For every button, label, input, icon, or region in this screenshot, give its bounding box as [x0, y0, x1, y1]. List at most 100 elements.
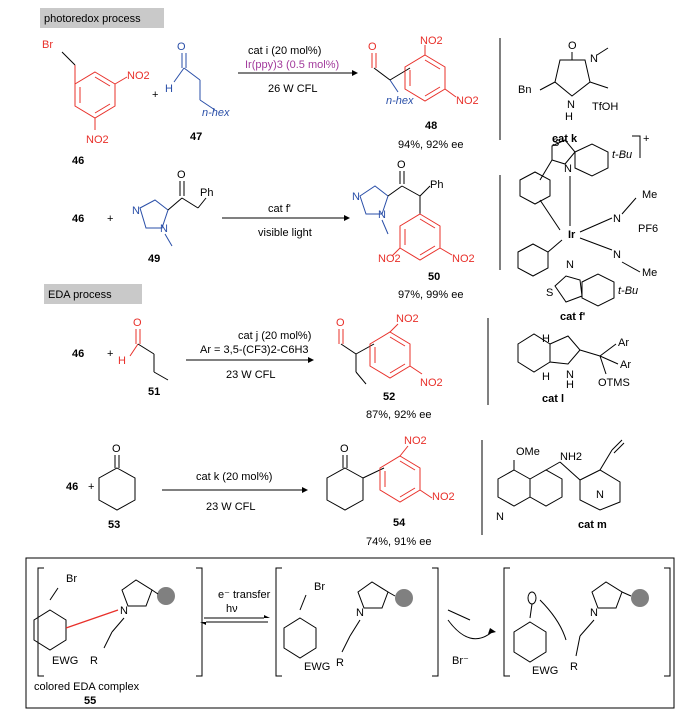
- svg-text:NO2: NO2: [404, 435, 427, 447]
- svg-text:46: 46: [72, 155, 84, 167]
- svg-text:e⁻ transfer: e⁻ transfer: [218, 589, 271, 601]
- svg-text:O: O: [112, 443, 121, 455]
- section-header-bg: [40, 8, 164, 28]
- svg-text:NO2: NO2: [420, 35, 443, 47]
- svg-text:NH2: NH2: [560, 451, 582, 463]
- svg-text:Ir: Ir: [568, 229, 576, 241]
- svg-text:+: +: [107, 213, 113, 225]
- substrate-46: Br NO2 NO2 46: [42, 39, 150, 167]
- svg-text:hν: hν: [226, 603, 238, 615]
- svg-text:N: N: [356, 607, 364, 619]
- svg-text:46: 46: [66, 481, 78, 493]
- svg-text:N: N: [566, 369, 574, 381]
- svg-text:S: S: [552, 137, 559, 149]
- svg-text:O: O: [133, 317, 142, 329]
- svg-text:N: N: [378, 209, 386, 221]
- svg-text:48: 48: [425, 120, 437, 132]
- substrate-49: N N O Ph 49: [132, 169, 213, 265]
- svg-text:N: N: [352, 191, 360, 203]
- svg-text:EWG: EWG: [52, 655, 78, 667]
- svg-text:N: N: [596, 489, 604, 501]
- eda-complex-55: Br EWG N R colored EDA complex 55: [33, 573, 175, 707]
- svg-text:N: N: [567, 99, 575, 111]
- svg-text:R: R: [336, 657, 344, 669]
- svg-text:cat i (20 mol%): cat i (20 mol%): [248, 45, 321, 57]
- svg-text:cat l: cat l: [542, 393, 564, 405]
- mechanism-box: [25, 557, 675, 709]
- svg-text:NO2: NO2: [396, 313, 419, 325]
- svg-text:O: O: [340, 443, 349, 455]
- svg-text:O: O: [336, 317, 345, 329]
- svg-text:n-hex: n-hex: [202, 107, 230, 119]
- svg-text:NO2: NO2: [378, 253, 401, 265]
- svg-text:H: H: [118, 355, 126, 367]
- svg-text:OMe: OMe: [516, 446, 540, 458]
- svg-text:52: 52: [383, 391, 395, 403]
- svg-text:H: H: [566, 379, 574, 391]
- svg-text:O: O: [177, 169, 186, 181]
- svg-text:cat k: cat k: [552, 133, 578, 145]
- svg-text:EWG: EWG: [532, 665, 558, 677]
- svg-text:S: S: [546, 287, 553, 299]
- section-header-bg-2: [44, 284, 142, 304]
- svg-text:O: O: [397, 159, 406, 171]
- svg-text:cat k (20 mol%): cat k (20 mol%): [196, 471, 272, 483]
- svg-text:H: H: [542, 371, 550, 383]
- svg-text:N: N: [613, 213, 621, 225]
- svg-text:NO2: NO2: [420, 377, 443, 389]
- svg-text:Me: Me: [642, 189, 657, 201]
- svg-text:NO2: NO2: [456, 95, 479, 107]
- svg-text:74%, 91% ee: 74%, 91% ee: [366, 536, 431, 548]
- svg-text:+: +: [107, 348, 113, 360]
- svg-text:EWG: EWG: [304, 661, 330, 673]
- svg-text:Ph: Ph: [200, 187, 213, 199]
- svg-text:O: O: [368, 41, 377, 53]
- svg-text:Me: Me: [642, 267, 657, 279]
- svg-text:NO2: NO2: [452, 253, 475, 265]
- svg-text:O: O: [177, 41, 186, 53]
- svg-text:O: O: [568, 40, 577, 52]
- svg-text:+: +: [152, 89, 158, 101]
- svg-text:50: 50: [428, 271, 440, 283]
- product-54: O NO2 NO2 54 74%, 91% ee: [326, 435, 455, 548]
- svg-text:NO2: NO2: [432, 491, 455, 503]
- svg-text:cat m: cat m: [578, 519, 607, 531]
- svg-text:TfOH: TfOH: [592, 101, 618, 113]
- svg-text:n-hex: n-hex: [386, 95, 414, 107]
- svg-text:Bn: Bn: [518, 84, 531, 96]
- substrate-51: O H 51: [118, 317, 169, 398]
- svg-text:visible light: visible light: [258, 227, 312, 239]
- svg-text:Br: Br: [314, 581, 325, 593]
- svg-text:Br⁻: Br⁻: [452, 655, 469, 667]
- svg-text:N: N: [496, 511, 504, 523]
- svg-text:+: +: [88, 481, 94, 493]
- svg-text:OTMS: OTMS: [598, 377, 630, 389]
- radical-ion-pair: Br EWG N R: [283, 581, 413, 673]
- svg-text:55: 55: [84, 695, 96, 707]
- radical-intermediate: EWG N R: [513, 581, 649, 677]
- svg-text:53: 53: [108, 519, 120, 531]
- svg-text:54: 54: [393, 517, 406, 529]
- svg-text:Ar: Ar: [618, 337, 629, 349]
- svg-text:Ar = 3,5-(CF3)2-C6H3: Ar = 3,5-(CF3)2-C6H3: [200, 344, 309, 356]
- svg-text:t-Bu: t-Bu: [612, 149, 632, 161]
- catalyst-m: OMe N NH2 N cat m: [496, 439, 625, 531]
- svg-text:cat f': cat f': [268, 203, 291, 215]
- product-52: O NO2 NO2 52 87%, 92% ee: [336, 313, 443, 421]
- svg-text:H: H: [565, 111, 573, 123]
- product-48: O n-hex NO2 NO2 48 94%, 92% ee: [368, 35, 479, 151]
- svg-text:26 W CFL: 26 W CFL: [268, 83, 318, 95]
- svg-text:N: N: [566, 259, 574, 271]
- substrate-47: O H n-hex 47: [165, 41, 230, 143]
- svg-text:NO2: NO2: [127, 70, 150, 82]
- svg-text:N: N: [613, 249, 621, 261]
- svg-text:Ar: Ar: [620, 359, 631, 371]
- svg-text:87%, 92% ee: 87%, 92% ee: [366, 409, 431, 421]
- svg-text:23 W CFL: 23 W CFL: [226, 369, 276, 381]
- substrate-53: O 53: [98, 443, 136, 531]
- svg-text:23 W CFL: 23 W CFL: [206, 501, 256, 513]
- svg-text:49: 49: [148, 253, 160, 265]
- svg-text:N: N: [120, 605, 128, 617]
- svg-text:47: 47: [190, 131, 202, 143]
